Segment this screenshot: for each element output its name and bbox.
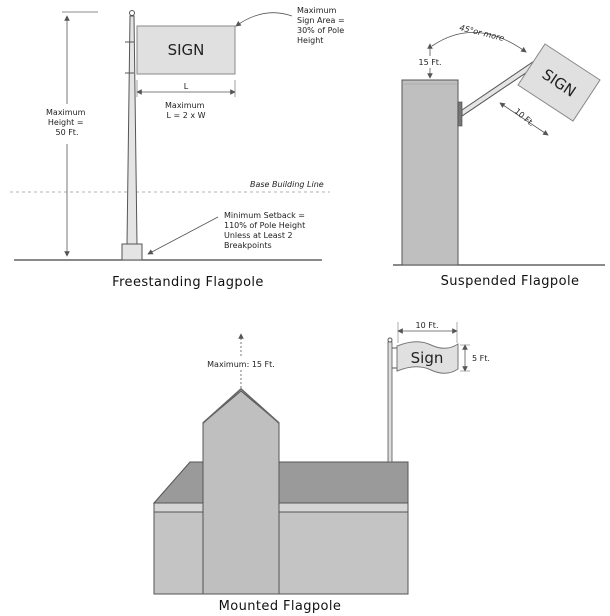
freestanding-sign-text: SIGN — [168, 41, 205, 59]
mounted-pole — [387, 341, 393, 463]
length-label: L — [184, 82, 189, 91]
building-tower — [202, 390, 280, 595]
sign-area-arrow — [235, 12, 293, 27]
max-sign-area-note: Maximum Sign Area = 30% of Pole Height — [297, 6, 347, 45]
building-cornice — [153, 502, 409, 513]
freestanding-flagpole-panel: Base Building Line Maximum Height = 50 F… — [10, 6, 347, 290]
pole-finial — [129, 10, 135, 16]
pole-wall-bracket — [457, 101, 463, 127]
tower-gable — [202, 387, 280, 424]
mounted-max-height-note: Maximum: 15 Ft. — [207, 360, 275, 369]
mounted-sign-text: Sign — [411, 349, 444, 367]
mounted-caption: Mounted Flagpole — [219, 599, 342, 614]
mounted-height-label: 5 Ft. — [472, 354, 490, 363]
angle-arc — [431, 31, 527, 53]
mounted-width-label: 10 Ft. — [415, 321, 438, 330]
building-lower-wall — [153, 511, 409, 595]
min-setback-note: Minimum Setback = 110% of Pole Height Un… — [224, 211, 308, 250]
suspended-sign — [517, 43, 601, 122]
building-roof — [152, 461, 409, 504]
suspended-height-bg — [414, 56, 446, 68]
height-note-bg — [34, 104, 100, 144]
suspended-building — [401, 79, 459, 266]
suspended-length-dimension — [499, 102, 549, 136]
base-building-line-label: Base Building Line — [250, 180, 324, 189]
freestanding-sign — [136, 25, 236, 75]
suspended-height-label: 15 Ft. — [418, 58, 441, 67]
mounted-height-bg — [198, 358, 284, 370]
mounted-flagpole-panel: Maximum: 15 Ft. Sign 10 Ft. 5 Ft. Mounte… — [152, 321, 490, 614]
suspended-length-label: 10 Ft. — [513, 107, 536, 129]
pole-base — [121, 243, 143, 261]
setback-arrow — [147, 216, 219, 255]
suspended-angle-label: 45°or more — [459, 23, 506, 43]
freestanding-caption: Freestanding Flagpole — [112, 275, 264, 290]
max-length-note: Maximum L = 2 x W — [165, 101, 207, 120]
max-height-note: Maximum Height = 50 Ft. — [46, 108, 88, 137]
freestanding-pole — [126, 15, 138, 245]
suspended-flagpole-panel: 15 Ft. 45°or more SIGN 10 Ft. Suspended … — [393, 23, 605, 289]
mounted-pole-finial — [387, 337, 393, 343]
mounted-flag-sign — [396, 341, 459, 374]
suspended-caption: Suspended Flagpole — [441, 274, 580, 289]
